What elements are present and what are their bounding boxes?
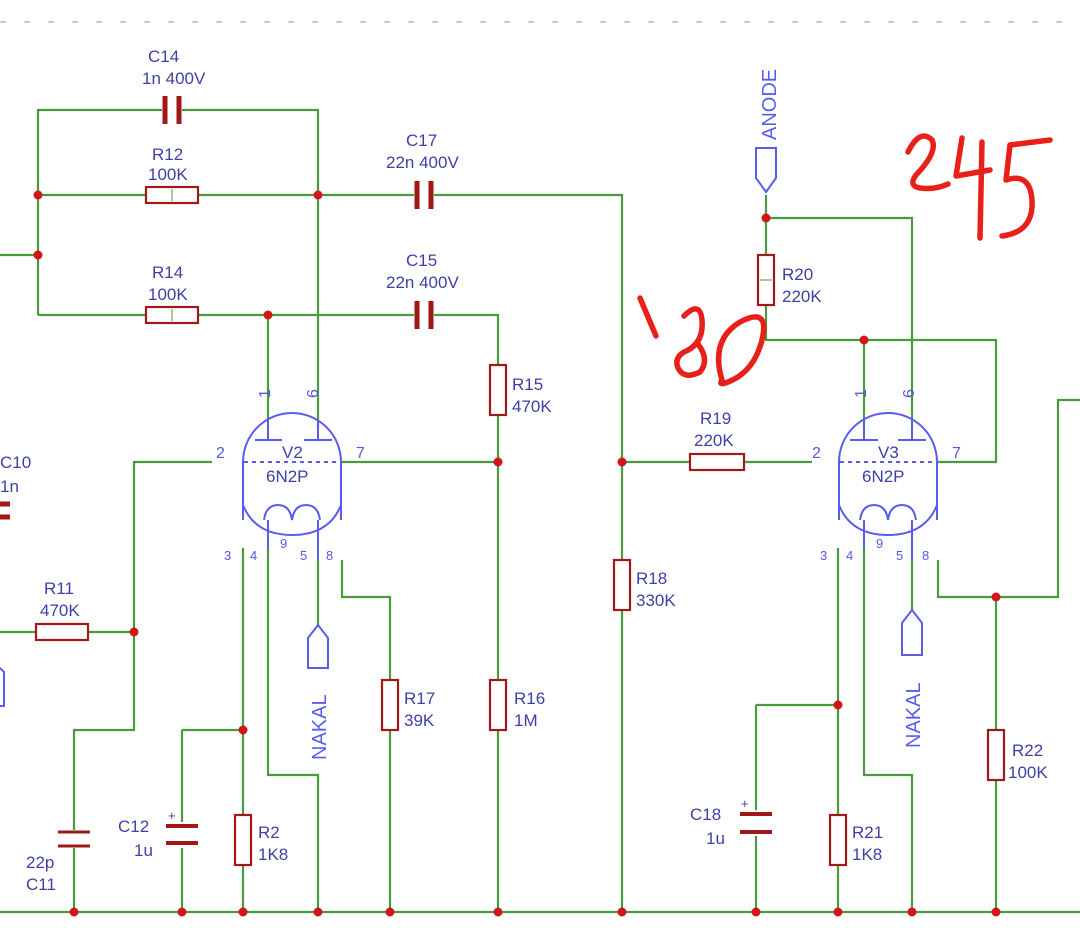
capacitor-c12: + C12 1u [118,808,198,860]
resistor-r14: R14 100K [144,263,200,325]
svg-text:+: + [168,808,176,823]
r16-ref: R16 [514,689,545,708]
r19-value: 220K [694,431,734,450]
svg-text:5: 5 [300,548,307,563]
v3-type: 6N2P [862,467,905,486]
r22-ref: R22 [1012,741,1043,760]
c12-value: 1u [134,841,153,860]
r15-value: 470K [512,397,552,416]
v2-type: 6N2P [266,467,309,486]
svg-text:7: 7 [356,445,365,462]
c14-value: 1n 400V [142,69,206,88]
r14-ref: R14 [152,263,183,282]
c17-value: 22n 400V [386,153,459,172]
r21-value: 1K8 [852,845,882,864]
nakal-label-2: NAKAL [903,682,925,748]
r21-ref: R21 [852,823,883,842]
c15-value: 22n 400V [386,273,459,292]
c18-value: 1u [706,829,725,848]
c17-ref: C17 [406,131,437,150]
anode-port: ANODE [755,69,781,194]
svg-text:8: 8 [922,548,929,563]
nakal-port-2: NAKAL [901,608,925,748]
resistor-r16: R16 1M [488,678,545,732]
handwritten-180 [637,295,767,387]
junctions [33,190,1001,917]
v3-ref: V3 [878,443,899,462]
svg-text:5: 5 [896,548,903,563]
tube-v3: 1 6 2 7 3 4 9 5 8 V3 6N2P [812,389,961,563]
svg-text:2: 2 [812,445,821,462]
svg-text:9: 9 [280,536,287,551]
r2-value: 1K8 [258,845,288,864]
svg-text:3: 3 [820,548,827,563]
svg-text:6: 6 [901,389,918,398]
resistor-r20: R20 220K [756,253,822,307]
resistor-r2: R2 1K8 [233,813,288,867]
svg-text:6: 6 [305,389,322,398]
tube-v2: 1 6 2 7 3 4 9 5 8 V2 6N2P [216,389,365,563]
resistor-r12: R12 100K [144,145,200,205]
capacitor-c15: C15 22n 400V [386,251,459,329]
resistor-r18: R18 330K [612,558,676,612]
c14-ref: C14 [148,47,179,66]
r19-ref: R19 [700,409,731,428]
anode-label: ANODE [759,69,781,140]
input-port-partial [0,667,5,707]
r16-value: 1M [514,711,538,730]
capacitor-c14: C14 1n 400V [142,47,206,124]
svg-text:7: 7 [952,445,961,462]
r11-value: 470K [40,601,80,620]
c10-value: 1n [0,477,19,496]
capacitor-c18: + C18 1u [690,796,772,848]
capacitor-c17: C17 22n 400V [386,131,459,209]
resistor-r11: R11 470K [34,579,90,642]
r12-ref: R12 [152,145,183,164]
capacitor-c11: 22p C11 [26,830,90,894]
c18-ref: C18 [690,805,721,824]
c11-value: 22p [26,853,54,872]
r22-value: 100K [1008,763,1048,782]
svg-text:2: 2 [216,445,225,462]
nakal-label-1: NAKAL [309,694,331,760]
r17-value: 39K [404,711,435,730]
c11-ref: C11 [26,875,56,894]
svg-text:1: 1 [853,389,870,398]
r18-ref: R18 [636,569,667,588]
resistor-r22: R22 100K [986,728,1048,782]
capacitor-c10: C10 1n [0,453,31,520]
r20-value: 220K [782,287,822,306]
resistor-r21: R21 1K8 [828,813,883,867]
v2-ref: V2 [282,443,303,462]
r14-value: 100K [148,285,188,304]
resistor-r17: R17 39K [380,678,435,732]
r11-ref: R11 [44,579,74,598]
r20-ref: R20 [782,265,813,284]
wires [0,108,1080,914]
r15-ref: R15 [512,375,543,394]
r2-ref: R2 [258,823,280,842]
svg-text:8: 8 [326,548,333,563]
resistor-r19: R19 220K [688,409,746,472]
r18-value: 330K [636,591,676,610]
c15-ref: C15 [406,251,437,270]
r17-ref: R17 [404,689,435,708]
svg-text:1: 1 [257,389,274,398]
resistor-r15: R15 470K [488,363,552,417]
svg-text:+: + [741,796,749,811]
svg-text:4: 4 [846,548,853,563]
svg-text:9: 9 [876,536,883,551]
svg-text:4: 4 [250,548,257,563]
r12-value: 100K [148,165,188,184]
c12-ref: C12 [118,817,149,836]
c10-ref: C10 [0,453,31,472]
handwritten-245 [905,133,1053,241]
nakal-port-1: NAKAL [307,623,331,760]
svg-text:3: 3 [224,548,231,563]
